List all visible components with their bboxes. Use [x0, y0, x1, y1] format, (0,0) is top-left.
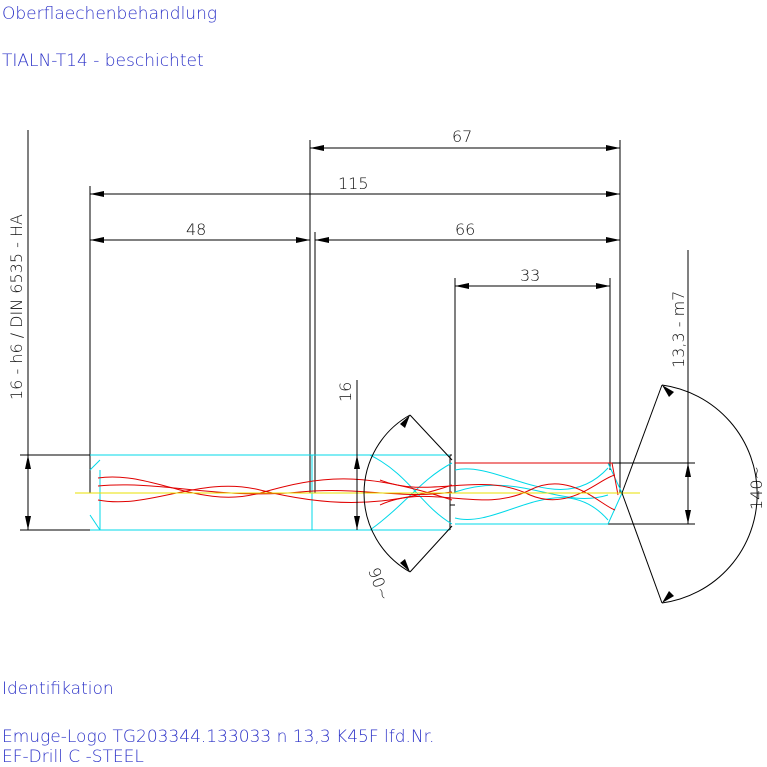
svg-text:33: 33 — [520, 266, 540, 285]
dimension-angle-140: 140~ — [621, 384, 766, 604]
coating-label: TIALN-T14 - beschichtet — [2, 51, 204, 71]
svg-text:90~: 90~ — [364, 565, 393, 603]
svg-text:140~: 140~ — [747, 466, 766, 510]
svg-text:66: 66 — [455, 220, 475, 239]
svg-text:48: 48 — [186, 220, 206, 239]
identification-line-1: Emuge-Logo TG203344.133033 n 13,3 K45F l… — [2, 727, 434, 747]
drill-flutes-red — [97, 462, 619, 511]
dimension-66: 66 — [315, 220, 620, 243]
surface-treatment-label: Oberflaechenbehandlung — [2, 4, 217, 24]
svg-text:13,3 - m7: 13,3 - m7 — [669, 291, 688, 368]
dimension-16: 16 — [336, 380, 360, 530]
dimension-67: 67 — [310, 127, 620, 151]
identification-label: Identifikation — [2, 679, 114, 699]
identification-line-2: EF-Drill C -STEEL — [2, 747, 144, 767]
svg-text:16 - h6 / DIN 6535 - HA: 16 - h6 / DIN 6535 - HA — [7, 214, 26, 400]
dimension-drill-diameter: 13,3 - m7 — [669, 250, 691, 524]
dimension-48: 48 — [90, 220, 310, 243]
svg-text:115: 115 — [338, 174, 369, 193]
dimension-angle-90: 90~ — [363, 414, 453, 603]
svg-text:67: 67 — [452, 127, 472, 146]
dimension-33: 33 — [455, 266, 610, 289]
dimension-shank-diameter: 16 - h6 / DIN 6535 - HA — [7, 130, 31, 530]
svg-text:16: 16 — [336, 382, 355, 402]
dimension-115: 115 — [90, 174, 620, 197]
